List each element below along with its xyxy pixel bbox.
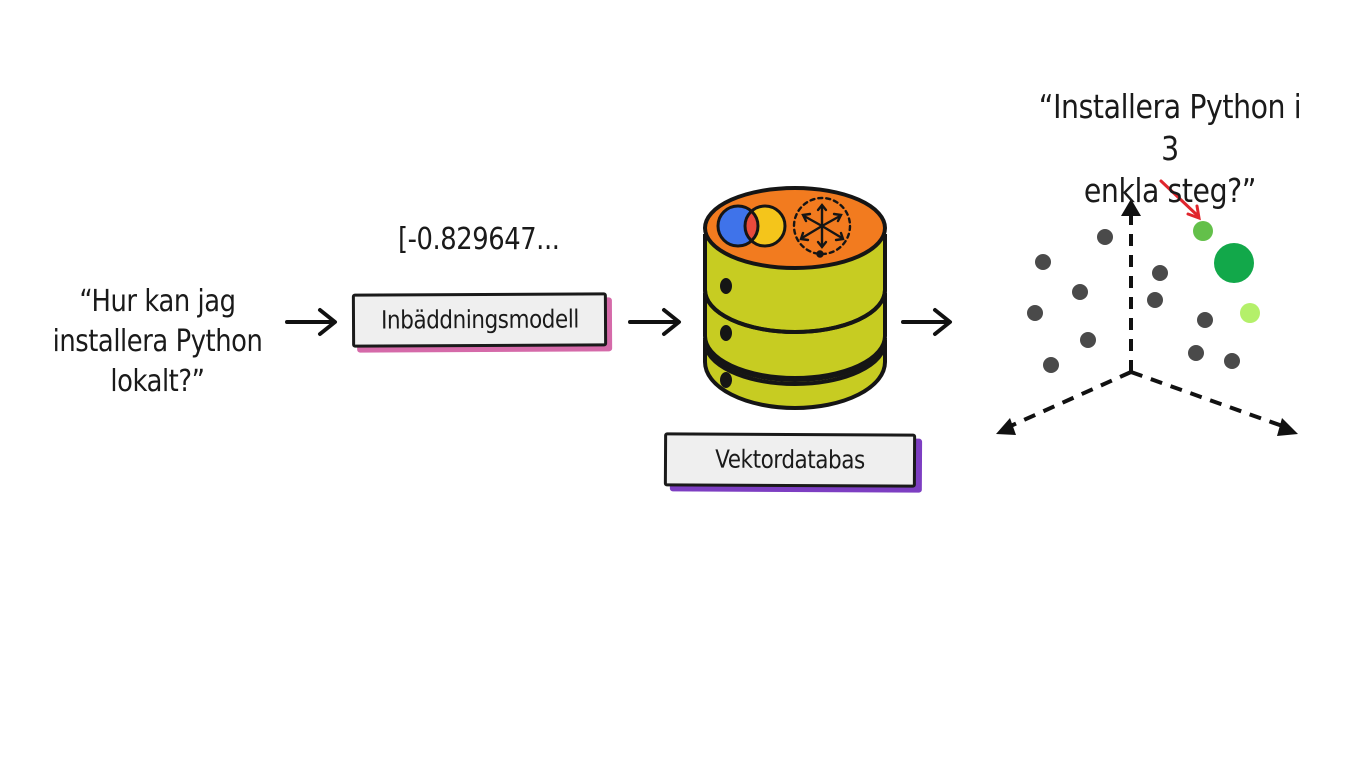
arrow-query-to-model	[285, 308, 337, 336]
vector-point	[1152, 265, 1168, 281]
vector-point	[1197, 312, 1213, 328]
venn-circles-icon	[716, 204, 787, 248]
result-line: enkla steg?”	[1083, 171, 1257, 210]
result-document: “Installera Python i 3 enkla steg?”	[1028, 86, 1312, 212]
vector-point	[1188, 345, 1204, 361]
arrow-model-to-db	[628, 308, 681, 336]
matched-point-large	[1214, 243, 1254, 283]
vector-database-box: Vektordatabas	[663, 432, 917, 488]
user-query: “Hur kan jag installera Python lokalt?”	[39, 282, 276, 402]
vector-space-axis-heads	[996, 199, 1298, 436]
vector-database-label: Vektordatabas	[715, 444, 865, 475]
query-line: installera Python	[52, 324, 263, 359]
result-line: “Installera Python i 3	[1038, 87, 1302, 168]
result-pointer-arrow	[1159, 179, 1201, 221]
vector-space-axes	[1005, 212, 1289, 430]
arrow-db-to-space	[901, 308, 952, 336]
embedding-model-box: Inbäddningsmodell	[351, 292, 608, 348]
vector-point	[1035, 254, 1051, 270]
vector-point	[1027, 305, 1043, 321]
embedding-vector: [-0.829647...	[398, 222, 560, 257]
matched-points	[1193, 221, 1260, 323]
database-cylinder	[703, 186, 887, 410]
vector-point	[1043, 357, 1059, 373]
scatter-arrows-icon	[792, 196, 852, 258]
matched-point	[1193, 221, 1213, 241]
vector-point	[1097, 229, 1113, 245]
embedding-model-label: Inbäddningsmodell	[380, 304, 579, 335]
vector-point	[1224, 353, 1240, 369]
vector-points	[1027, 229, 1240, 373]
matched-point	[1240, 303, 1260, 323]
query-line: lokalt?”	[110, 364, 205, 399]
query-line: “Hur kan jag	[79, 284, 236, 319]
vector-point	[1072, 284, 1088, 300]
vector-point	[1147, 292, 1163, 308]
vector-point	[1080, 332, 1096, 348]
